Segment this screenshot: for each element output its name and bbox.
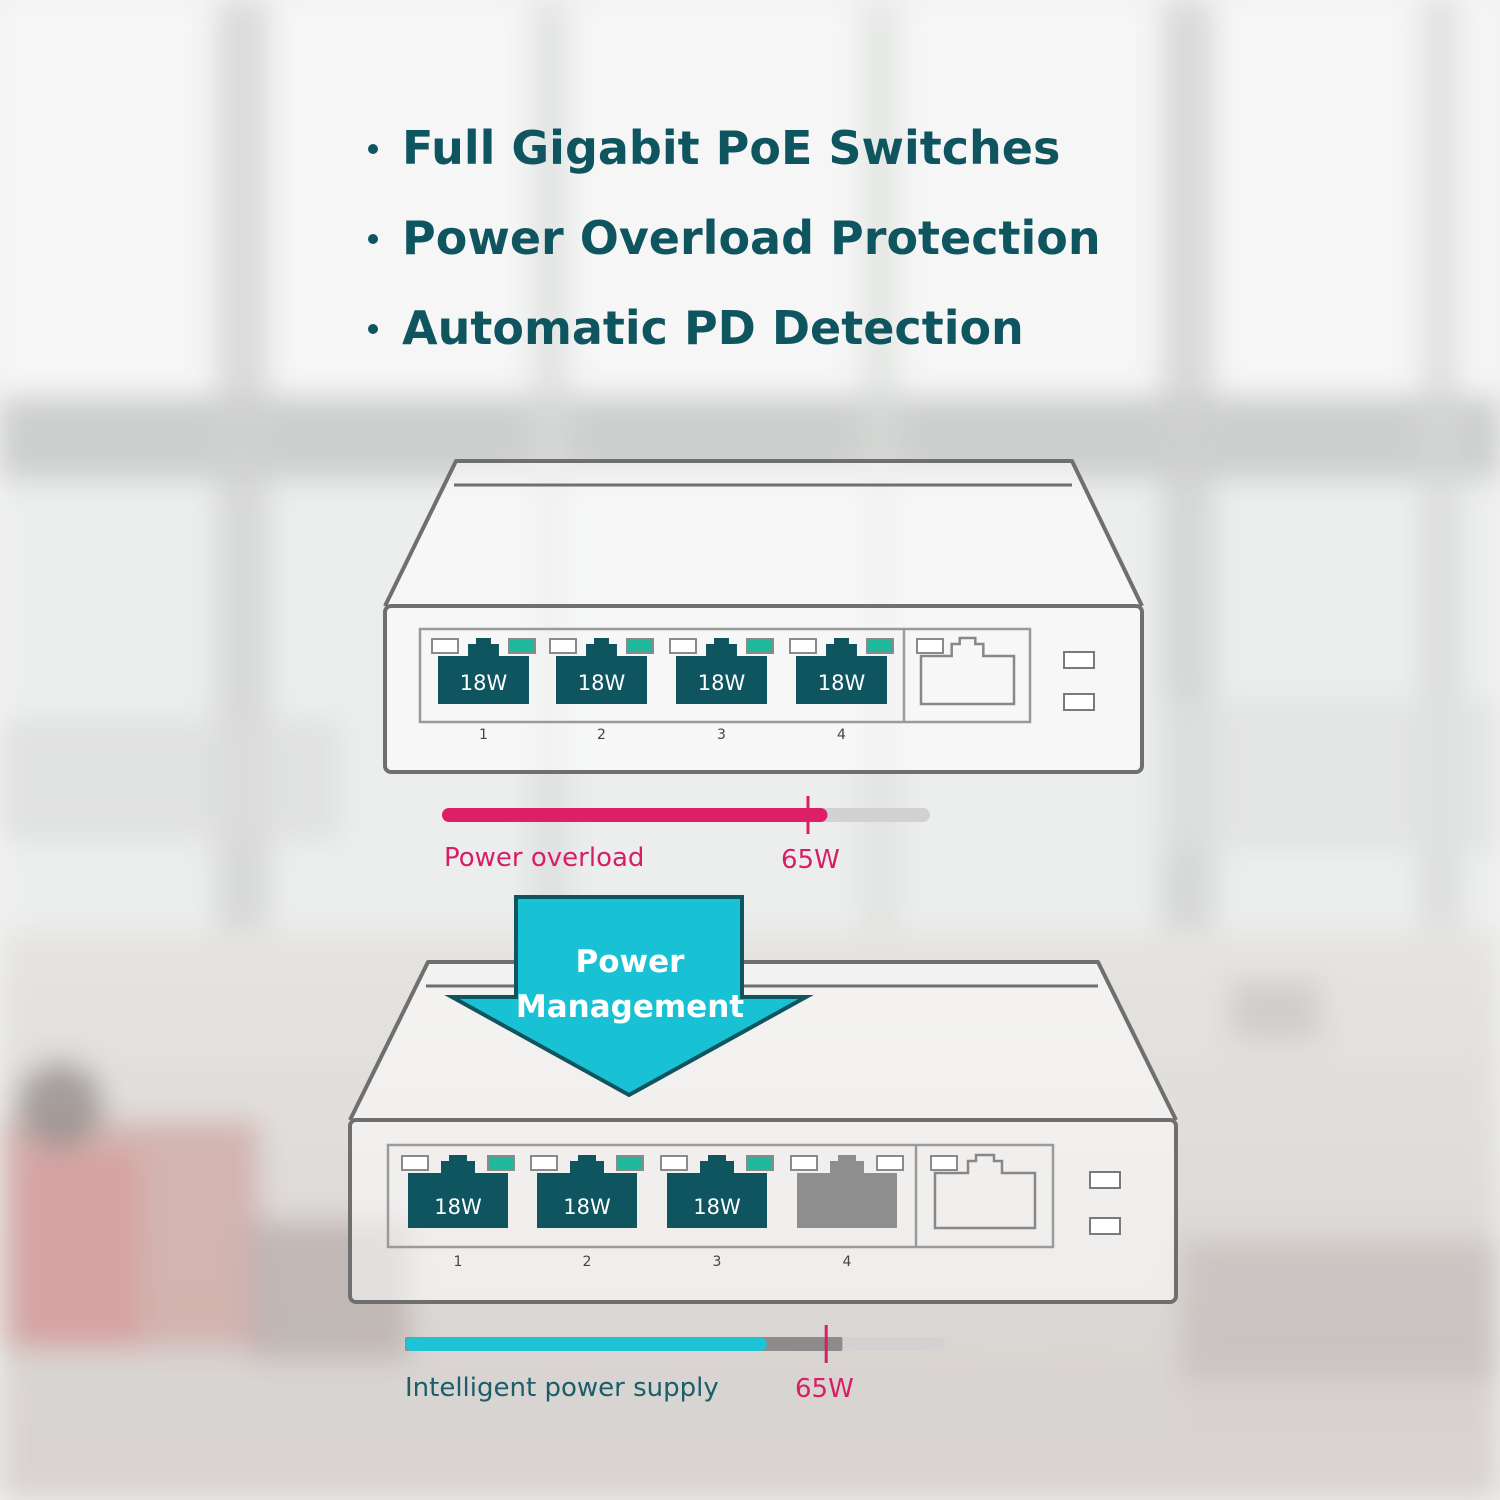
top-port-number: 4 bbox=[837, 727, 846, 743]
top-port-led-left bbox=[431, 638, 459, 654]
power-management-arrow-label: Power Management bbox=[500, 940, 760, 1030]
top-port-frame bbox=[418, 627, 1032, 724]
feature-text: Full Gigabit PoE Switches bbox=[402, 121, 1061, 175]
top-port-1: 18W 1 bbox=[431, 638, 536, 743]
top-status-indicator bbox=[1063, 651, 1095, 669]
bottom-port-wattage-label: 18W bbox=[563, 1195, 611, 1219]
top-port-4: 18W 4 bbox=[789, 638, 894, 743]
top-port-wattage-label: 18W bbox=[818, 671, 866, 695]
top-status-indicator bbox=[1063, 693, 1095, 711]
top-uplink-led bbox=[916, 638, 944, 654]
overload-limit-label: 65W bbox=[781, 845, 840, 875]
top-port-number: 3 bbox=[717, 727, 726, 743]
top-power-bar bbox=[442, 796, 930, 834]
bottom-rj45-port-icon bbox=[667, 1155, 767, 1228]
bottom-rj45-port-icon bbox=[537, 1155, 637, 1228]
bottom-rj45-port-icon bbox=[797, 1155, 897, 1228]
top-port-led-right bbox=[508, 638, 536, 654]
feature-item: Full Gigabit PoE Switches bbox=[362, 112, 1101, 202]
top-port-led-left bbox=[549, 638, 577, 654]
top-port-3: 18W 3 bbox=[669, 638, 774, 743]
top-rj45-port-icon bbox=[796, 638, 887, 704]
bottom-status-indicator bbox=[1089, 1217, 1121, 1235]
bottom-uplink-port-icon bbox=[933, 1153, 1037, 1230]
top-rj45-port-icon bbox=[556, 638, 647, 704]
bottom-port-led-right bbox=[746, 1155, 774, 1171]
bottom-uplink-led bbox=[930, 1155, 958, 1171]
bullet-icon bbox=[368, 324, 378, 334]
top-rj45-port-icon bbox=[676, 638, 767, 704]
bottom-port-number: 3 bbox=[713, 1254, 722, 1270]
top-port-2: 18W 2 bbox=[549, 638, 654, 743]
top-port-wattage-label: 18W bbox=[578, 671, 626, 695]
feature-list: Full Gigabit PoE Switches Power Overload… bbox=[362, 112, 1101, 382]
bullet-icon bbox=[368, 234, 378, 244]
bottom-status-indicator bbox=[1089, 1171, 1121, 1189]
top-uplink-port-icon bbox=[919, 636, 1016, 706]
top-port-wattage-label: 18W bbox=[460, 671, 508, 695]
top-switch: 18W 1 18W 2 18W 3 18W 4 bbox=[383, 459, 1144, 774]
bottom-port-led-left bbox=[660, 1155, 688, 1171]
bottom-port-4: 4 bbox=[790, 1155, 904, 1270]
top-switch-top-face bbox=[383, 459, 1144, 607]
top-port-led-left bbox=[789, 638, 817, 654]
bottom-port-led-left bbox=[530, 1155, 558, 1171]
arrow-label-line2: Management bbox=[515, 989, 745, 1025]
bottom-port-number: 4 bbox=[843, 1254, 852, 1270]
bottom-rj45-port-icon bbox=[408, 1155, 508, 1228]
arrow-label-line1: Power bbox=[575, 944, 685, 980]
bottom-port-led-right bbox=[876, 1155, 904, 1171]
bottom-port-led-left bbox=[401, 1155, 429, 1171]
supply-limit-label: 65W bbox=[795, 1374, 854, 1404]
feature-item: Power Overload Protection bbox=[362, 202, 1101, 292]
top-port-wattage-label: 18W bbox=[698, 671, 746, 695]
top-port-led-left bbox=[669, 638, 697, 654]
bottom-port-frame bbox=[386, 1143, 1055, 1249]
top-port-led-right bbox=[746, 638, 774, 654]
bottom-port-led-left bbox=[790, 1155, 818, 1171]
bottom-port-2: 18W 2 bbox=[530, 1155, 644, 1270]
supply-caption: Intelligent power supply bbox=[405, 1373, 719, 1403]
power-management-arrow bbox=[444, 895, 814, 1098]
top-bar-fill bbox=[442, 808, 828, 822]
top-port-number: 2 bbox=[597, 727, 606, 743]
bullet-icon bbox=[368, 144, 378, 154]
feature-item: Automatic PD Detection bbox=[362, 292, 1101, 382]
bottom-port-led-right bbox=[616, 1155, 644, 1171]
top-rj45-port-icon bbox=[438, 638, 529, 704]
bottom-bar-fill bbox=[405, 1337, 767, 1351]
bottom-port-number: 1 bbox=[454, 1254, 463, 1270]
bottom-power-bar bbox=[405, 1325, 945, 1363]
overload-caption: Power overload bbox=[444, 843, 645, 873]
bottom-port-led-right bbox=[487, 1155, 515, 1171]
top-port-led-right bbox=[626, 638, 654, 654]
bottom-port-wattage-label: 18W bbox=[434, 1195, 482, 1219]
bottom-port-3: 18W 3 bbox=[660, 1155, 774, 1270]
bottom-port-1: 18W 1 bbox=[401, 1155, 515, 1270]
bottom-port-number: 2 bbox=[583, 1254, 592, 1270]
bottom-port-wattage-label: 18W bbox=[693, 1195, 741, 1219]
bottom-switch: 18W 1 18W 2 18W 3 4 bbox=[348, 960, 1178, 1304]
top-port-number: 1 bbox=[479, 727, 488, 743]
feature-text: Power Overload Protection bbox=[402, 211, 1101, 265]
top-port-led-right bbox=[866, 638, 894, 654]
feature-text: Automatic PD Detection bbox=[402, 301, 1024, 355]
